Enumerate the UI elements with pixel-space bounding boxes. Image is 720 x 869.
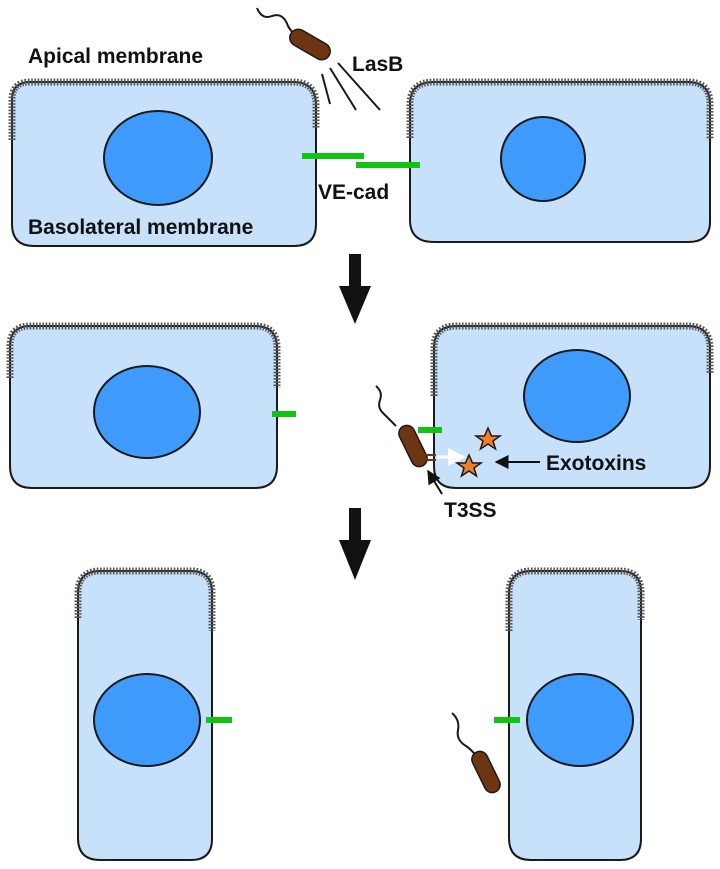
nucleus-left-3 — [93, 673, 201, 767]
apical-membrane-left-1 — [8, 78, 320, 140]
apical-membrane-left-2 — [6, 322, 281, 388]
stage-2-junction-disrupted: Exotoxins T3SS — [6, 322, 714, 522]
bacterium-1 — [256, 7, 331, 61]
endothelial-cell-right-1 — [406, 78, 714, 243]
nucleus-right-3 — [526, 673, 634, 767]
stage-arrow-2 — [339, 508, 371, 580]
stage-1-intact-junction: Apical membrane LasB VE-cad Basolateral … — [8, 7, 714, 247]
endothelial-cell-right-3 — [505, 567, 645, 861]
ve-cad-label: VE-cad — [318, 181, 389, 204]
endothelial-cell-left-1 — [8, 78, 320, 247]
basolateral-membrane-label: Basolateral membrane — [28, 216, 253, 239]
bacterium-3 — [451, 712, 501, 794]
endothelial-cell-right-2 — [430, 322, 714, 489]
stage-3-cells-separated — [74, 567, 645, 861]
nucleus-left-2 — [93, 365, 201, 459]
endothelial-cell-left-3 — [74, 567, 216, 861]
apical-membrane-right-2 — [430, 322, 714, 396]
apical-membrane-label: Apical membrane — [28, 45, 203, 68]
exotoxin-star-1 — [473, 426, 503, 451]
nucleus-right-1 — [500, 116, 586, 202]
nucleus-right-2 — [523, 349, 631, 443]
t3ss-pointer — [427, 469, 443, 495]
stage-arrow-1 — [339, 254, 371, 324]
nucleus-left-1 — [103, 110, 213, 206]
lasb-secretion-lines — [321, 62, 381, 111]
lasb-label: LasB — [352, 53, 403, 76]
endothelial-cell-left-2 — [6, 322, 281, 489]
exotoxins-label: Exotoxins — [546, 452, 646, 475]
apical-membrane-right-1 — [406, 78, 714, 140]
bacterium-2 — [375, 385, 436, 468]
apical-membrane-left-3 — [74, 567, 216, 631]
t3ss-label: T3SS — [444, 499, 497, 522]
